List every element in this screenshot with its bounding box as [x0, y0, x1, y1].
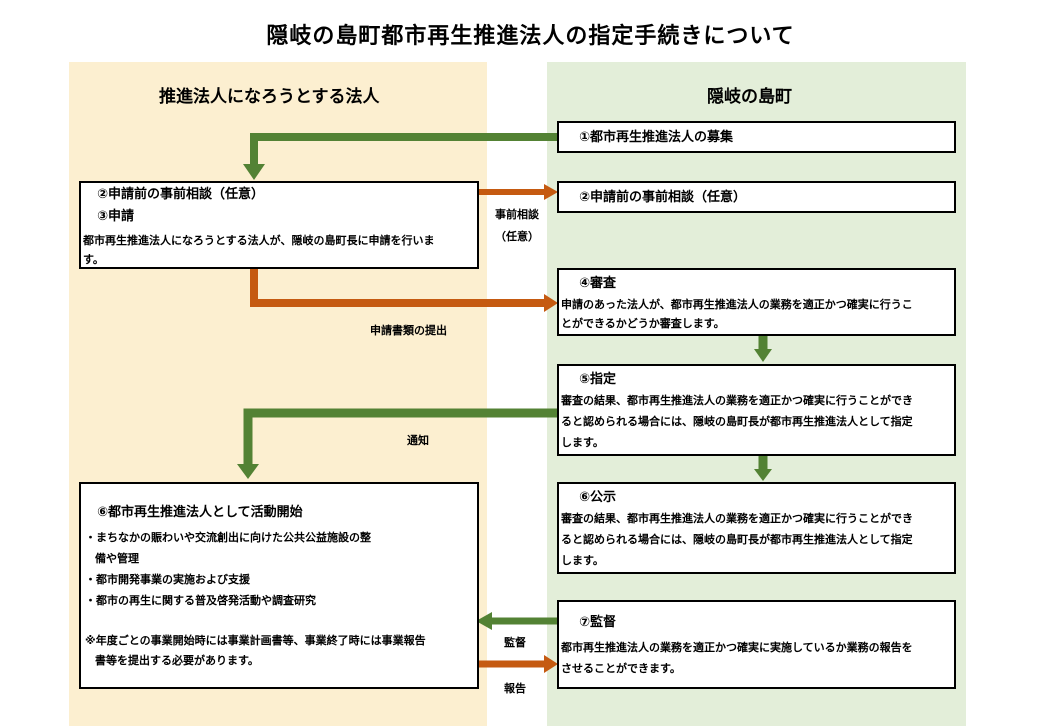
publish-box: ⑥公示 審査の結果、都市再生推進法人の業務を適正かつ確実に行うことができ ると認…: [557, 482, 956, 574]
designate-heading: ⑤指定: [579, 372, 617, 387]
review-heading: ④審査: [579, 276, 617, 291]
publish-desc-line3: します。: [561, 554, 604, 567]
page-title: 隠岐の島町都市再生推進法人の指定手続きについて: [266, 24, 795, 49]
notify-arrow: [237, 408, 558, 479]
activity-note-line1: ※年度ごとの事業開始時には事業計画書等、事業終了時には事業報告: [85, 634, 426, 647]
consult-apply-box: ②申請前の事前相談（任意） ③申請 都市再生推進法人になろうとする法人が、隠岐の…: [79, 181, 479, 269]
consult-left-heading: ②申請前の事前相談（任意）: [97, 187, 265, 202]
publish-desc-line1: 審査の結果、都市再生推進法人の業務を適正かつ確実に行うことができ: [561, 512, 913, 525]
consult-right-box: ②申請前の事前相談（任意）: [557, 181, 956, 213]
activity-item1-line2: 備や管理: [95, 552, 139, 565]
review-desc-line1: 申請のあった法人が、都市再生推進法人の業務を適正かつ確実に行うこ: [561, 298, 913, 311]
recruit-heading: ①都市再生推進法人の募集: [579, 130, 734, 145]
submit-arrow: [250, 268, 558, 312]
supervise-heading: ⑦監督: [579, 615, 617, 630]
consult-arrow: [478, 184, 558, 200]
activity-note-line2: 書等を提出する必要があります。: [95, 654, 259, 667]
recruit-box: ①都市再生推進法人の募集: [557, 121, 956, 153]
report-arrow-label: 報告: [504, 682, 526, 695]
consult-right-heading: ②申請前の事前相談（任意）: [579, 190, 747, 205]
supervise-arrow-label: 監督: [504, 636, 526, 649]
review-desc-line2: とができるかどうか審査します。: [561, 317, 725, 330]
designate-desc-line1: 審査の結果、都市再生推進法人の業務を適正かつ確実に行うことができ: [561, 394, 913, 407]
apply-heading: ③申請: [97, 209, 135, 224]
notify-arrow-label: 通知: [407, 434, 429, 447]
supervise-desc-line2: させることができます。: [561, 662, 681, 675]
activity-box: ⑥都市再生推進法人として活動開始 ・まちなかの賑わいや交流創出に向けた公共公益施…: [79, 482, 479, 689]
designate-box: ⑤指定 審査の結果、都市再生推進法人の業務を適正かつ確実に行うことができ ると認…: [557, 364, 956, 456]
consult-arrow-label: 事前相談 （任意）: [486, 206, 548, 244]
designate-to-publish-arrow: [754, 455, 772, 481]
applicant-column-header: 推進法人になろうとする法人: [159, 87, 380, 107]
apply-desc-line1: 都市再生推進法人になろうとする法人が、隠岐の島町長に申請を行いま: [83, 234, 435, 247]
supervise-arrow: [476, 612, 558, 630]
recruit-to-consult-arrow: [243, 133, 558, 180]
publish-desc-line2: ると認められる場合には、隠岐の島町長が都市再生推進法人として指定: [561, 533, 913, 546]
designate-desc-line2: ると認められる場合には、隠岐の島町長が都市再生推進法人として指定: [561, 415, 913, 428]
supervise-box: ⑦監督 都市再生推進法人の業務を適正かつ確実に実施しているか業務の報告を させる…: [557, 600, 956, 689]
report-arrow: [478, 655, 558, 673]
activity-heading: ⑥都市再生推進法人として活動開始: [97, 505, 303, 520]
apply-desc-line2: す。: [83, 253, 104, 266]
publish-heading: ⑥公示: [579, 490, 617, 505]
consult-label-line2: （任意）: [495, 230, 539, 243]
activity-item1-line1: ・まちなかの賑わいや交流創出に向けた公共公益施設の整: [85, 531, 371, 544]
supervise-desc-line1: 都市再生推進法人の業務を適正かつ確実に実施しているか業務の報告を: [561, 641, 913, 654]
review-to-designate-arrow: [754, 335, 772, 362]
review-box: ④審査 申請のあった法人が、都市再生推進法人の業務を適正かつ確実に行うこ とがで…: [557, 268, 956, 336]
town-column-header: 隠岐の島町: [707, 87, 792, 107]
consult-label-line1: 事前相談: [495, 208, 539, 221]
submit-arrow-label: 申請書類の提出: [370, 324, 447, 337]
activity-item2: ・都市開発事業の実施および支援: [85, 573, 250, 586]
designate-desc-line3: します。: [561, 436, 604, 449]
activity-item3: ・都市の再生に関する普及啓発活動や調査研究: [85, 594, 316, 607]
